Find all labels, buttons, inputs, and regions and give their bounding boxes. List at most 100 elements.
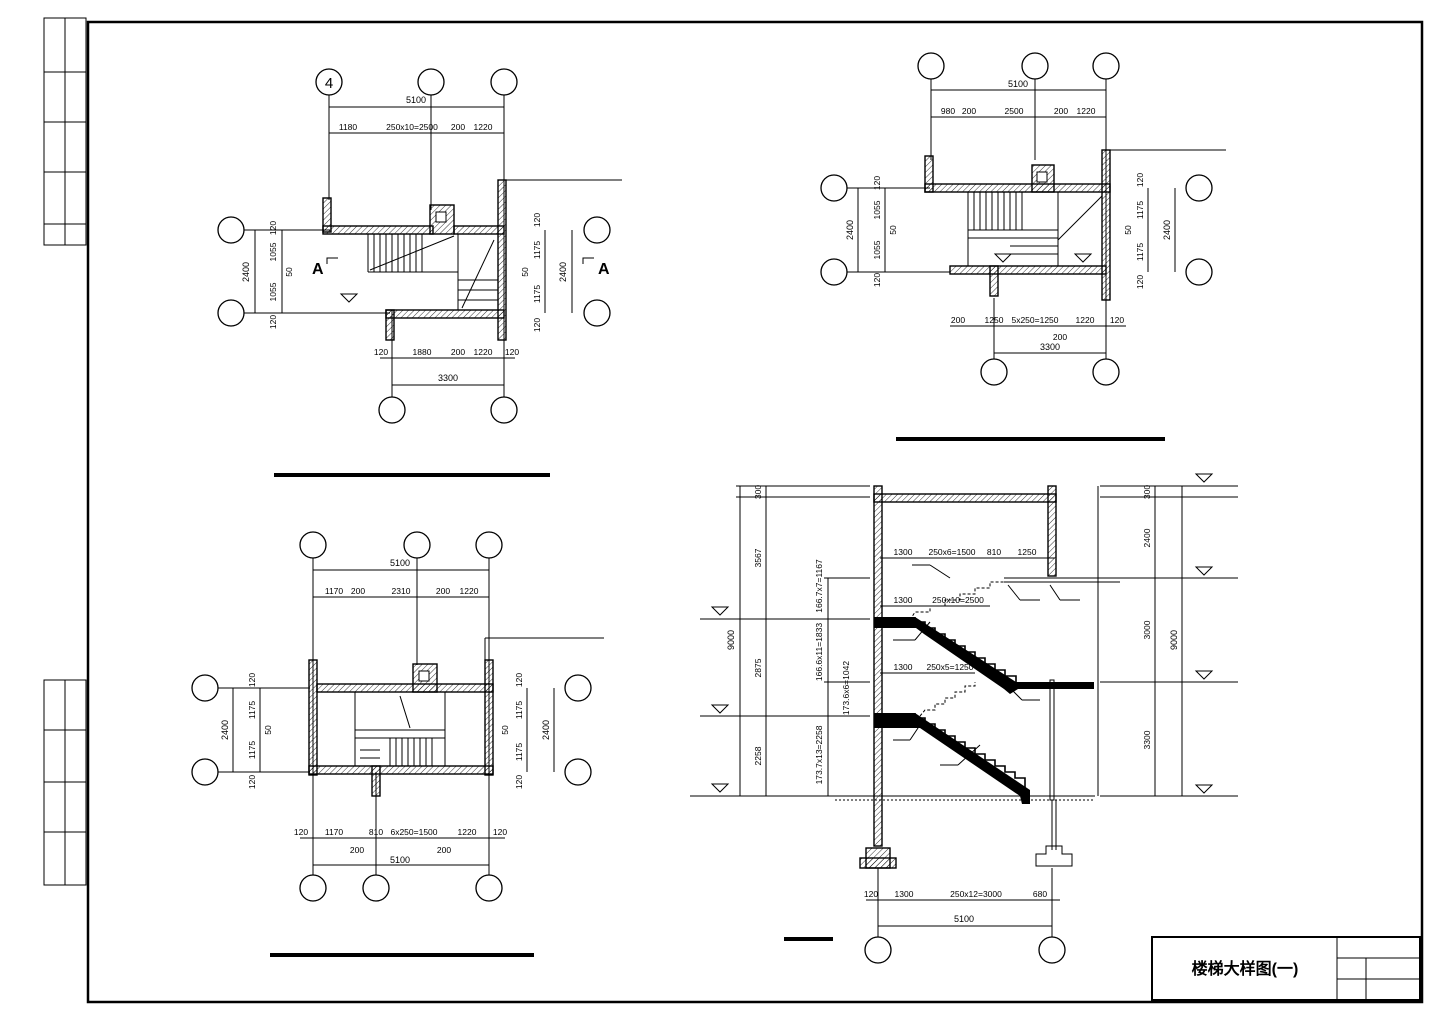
- axis-bubble: [475, 874, 503, 902]
- dim-top-part: 200: [962, 106, 976, 116]
- dim-top-part: 1220: [1077, 106, 1096, 116]
- dim-left-part: 120: [247, 673, 257, 687]
- axis-bubble: [583, 299, 611, 327]
- dim-bottom-total: 3300: [1040, 342, 1060, 352]
- dim-right-part: 120: [1135, 173, 1145, 187]
- dim-section-bottom-part: 120: [864, 889, 878, 899]
- dim-top-total: 5100: [390, 558, 410, 568]
- dim-bottom-part: 200: [951, 315, 965, 325]
- axis-label: 4: [325, 75, 333, 92]
- stair-treads: [367, 234, 498, 310]
- dim-section-right-part: 3000: [1142, 620, 1152, 639]
- dim-top-part: 200: [1054, 106, 1068, 116]
- dim-section-left-part: 2875: [753, 658, 763, 677]
- dim-run: 1300: [894, 595, 913, 605]
- axis-bubble: [378, 396, 406, 424]
- dim-run: 810: [987, 547, 1001, 557]
- dim-section-left-total: 9000: [726, 630, 736, 650]
- axis-bubble: [820, 174, 848, 202]
- dim-left-part: 1055: [872, 240, 882, 259]
- dim-top-part: 2500: [1005, 106, 1024, 116]
- dim-left-part: 120: [268, 221, 278, 235]
- dim-bottom-sub: 200: [1053, 332, 1067, 342]
- axis-bubble: [917, 52, 945, 80]
- axis-bubble: [980, 358, 1008, 386]
- axis-bubble: [490, 396, 518, 424]
- dim-bottom-part: 120: [1110, 315, 1124, 325]
- section-mark-left: A: [312, 261, 324, 278]
- dim-right-part: 120: [1135, 275, 1145, 289]
- dim-section-bottom-total: 5100: [954, 914, 974, 924]
- dim-section-left-part: 300: [753, 485, 763, 499]
- axis-bubble: [1092, 52, 1120, 80]
- dim-right-part: 1175: [514, 701, 524, 720]
- dim-bottom-part: 6x250=1500: [390, 827, 437, 837]
- sheet-frame: [43, 17, 1424, 1004]
- dim-bottom-part: 810: [369, 827, 383, 837]
- dim-run: 250x10=2500: [932, 595, 984, 605]
- dim-section-inner-part: 173.7x13=2258: [814, 725, 824, 784]
- axis-bubble: [475, 531, 503, 559]
- dim-left-part: 50: [888, 225, 898, 235]
- dim-top-part: 1220: [460, 586, 479, 596]
- dim-right-part: 120: [532, 318, 542, 332]
- axis-bubble: [1185, 174, 1213, 202]
- dim-section-right-part: 3300: [1142, 730, 1152, 749]
- dim-bottom-part: 1250: [985, 315, 1004, 325]
- dim-section-inner-part: 166.6x11=1833: [814, 623, 824, 681]
- dim-bottom-part: 1220: [474, 347, 493, 357]
- plan-top-floor: 5100 980 200 2500 200 1220: [820, 52, 1226, 441]
- dim-right-part: 50: [520, 267, 530, 277]
- dim-bottom-total: 3300: [438, 373, 458, 383]
- title-block: 楼梯大样图(一): [1151, 936, 1421, 1001]
- dim-left-part: 120: [872, 176, 882, 190]
- axis-bubble: [299, 874, 327, 902]
- dim-run: 250x6=1500: [928, 547, 975, 557]
- dim-section-right-part: 2400: [1142, 528, 1152, 547]
- dim-top-part: 250x10=2500: [386, 122, 438, 132]
- dim-right-part: 1175: [532, 285, 542, 304]
- dim-right-total: 2400: [541, 720, 551, 740]
- axis-bubble: [820, 258, 848, 286]
- dim-right-total: 2400: [558, 262, 568, 282]
- axis-bubble: [362, 874, 390, 902]
- dim-run: 1300: [894, 662, 913, 672]
- dim-bottom-part: 5x250=1250: [1011, 315, 1058, 325]
- dim-bottom-part: 1880: [413, 347, 432, 357]
- axis-bubble: [1092, 358, 1120, 386]
- dim-left-part: 120: [872, 273, 882, 287]
- dim-left-part: 50: [263, 725, 273, 735]
- dim-bottom-total: 5100: [390, 855, 410, 865]
- dim-section-inner-part: 173.6x6=1042: [841, 661, 851, 715]
- dim-left-part: 1055: [268, 282, 278, 301]
- dim-bottom-part: 1220: [458, 827, 477, 837]
- plan-middle-floor: 5100 1170 200 2310 200 1220: [191, 531, 604, 957]
- dim-right-part: 1175: [532, 241, 542, 260]
- dim-left-part: 1175: [247, 741, 257, 760]
- dim-bottom-sub: 200: [350, 845, 364, 855]
- dim-section-left-part: 3567: [753, 548, 763, 567]
- axis-bubble: [191, 674, 219, 702]
- axis-bubble: [1021, 52, 1049, 80]
- dim-right-part: 50: [500, 725, 510, 735]
- dim-left-part: 1055: [872, 200, 882, 219]
- dim-top-part: 1220: [474, 122, 493, 132]
- dim-right-part: 120: [532, 213, 542, 227]
- dim-bottom-part: 1170: [325, 827, 344, 837]
- plan-ground-floor: 4 5100 1180 250x10=2500 200 1220: [217, 68, 622, 477]
- dim-right-part: 120: [514, 775, 524, 789]
- dim-top-part: 200: [451, 122, 465, 132]
- dim-left-part: 1055: [268, 242, 278, 261]
- dim-left-part: 50: [284, 267, 294, 277]
- dim-left-part: 1175: [247, 701, 257, 720]
- axis-bubble: [564, 758, 592, 786]
- dim-right-total: 2400: [1162, 220, 1172, 240]
- axis-bubble: [583, 216, 611, 244]
- dim-left-total: 2400: [845, 220, 855, 240]
- dim-left-total: 2400: [241, 262, 251, 282]
- dim-bottom-sub: 200: [437, 845, 451, 855]
- dim-right-part: 1175: [1135, 201, 1145, 220]
- dim-section-left-part: 2258: [753, 746, 763, 765]
- dim-run: 250x5=1250: [926, 662, 973, 672]
